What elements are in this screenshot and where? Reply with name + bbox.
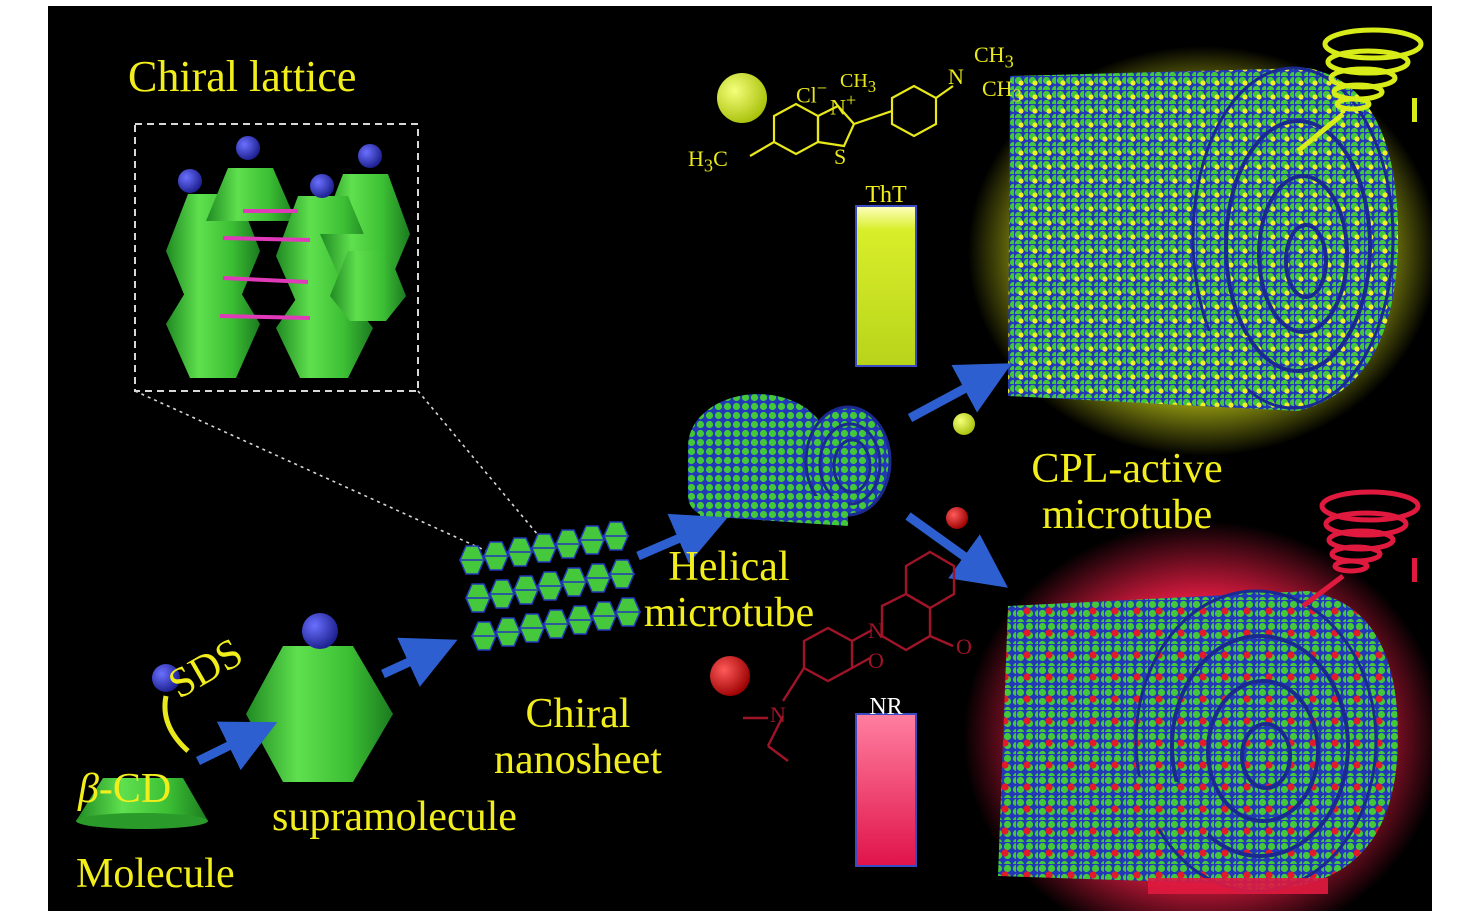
- tht-nplus-label: N+: [830, 90, 856, 120]
- chiral-lattice-label: Chiral lattice: [128, 52, 357, 101]
- chiral-nanosheet-shape: [458, 521, 642, 651]
- tht-cl: Cl: [796, 82, 817, 108]
- nanosheet-cone: [482, 541, 510, 571]
- schematic-art: [76, 27, 1432, 911]
- tht-ch3-top-sub: 3: [1004, 51, 1014, 72]
- supramolecule-shape: [246, 613, 393, 782]
- nanosheet-cone: [464, 583, 492, 613]
- tht-nme2-ch3-top: CH3: [974, 42, 1014, 72]
- nanosheet-cone: [590, 601, 618, 631]
- nanosheet-cone: [494, 617, 522, 647]
- tht-ch3-label: CH3: [840, 70, 876, 97]
- tht-ch3-top: CH: [974, 42, 1005, 67]
- lattice-beads: [178, 136, 382, 198]
- supramolecule-label: supramolecule: [272, 794, 517, 840]
- nr-structure: [743, 550, 956, 762]
- nanosheet-cone: [530, 533, 558, 563]
- tht-s-label: S: [834, 144, 847, 169]
- nr-cuvette-label: NR: [869, 694, 903, 720]
- tht-h-sub: 3: [703, 155, 714, 176]
- red-tick: [1412, 558, 1417, 582]
- tht-nme2-ch3-bottom: CH3: [982, 76, 1022, 106]
- cpl-helix-red: [1301, 489, 1421, 608]
- cpl-microtube-red: [963, 521, 1432, 911]
- helical-microtube-label: Helical microtube: [614, 544, 844, 636]
- zoom-lines: [134, 390, 544, 555]
- tht-nme2-n-label: N: [948, 64, 964, 89]
- sds-molecule: [152, 664, 190, 753]
- nr-dye-ball-small: [946, 507, 968, 529]
- nr-cuvette: [855, 713, 917, 867]
- tht-c: C: [713, 146, 728, 171]
- nanosheet-cone: [518, 613, 546, 643]
- lattice-links: [219, 209, 311, 320]
- tht-dye-ball-small: [953, 413, 975, 435]
- nanosheet-cone: [470, 621, 498, 651]
- tht-ch3-sub: 3: [867, 77, 877, 96]
- nr-n-amine-label: N: [770, 702, 786, 727]
- tht-ch3-bottom: CH: [982, 76, 1013, 101]
- figure-canvas: Chiral lattice SDS β-CD Molecule supramo…: [48, 6, 1432, 911]
- tht-n: N: [830, 94, 846, 120]
- tht-structure: [749, 84, 954, 157]
- tht-n-charge: +: [845, 90, 857, 110]
- nr-o-ring-label: O: [868, 648, 884, 673]
- process-arrows: [196, 363, 1012, 771]
- nanosheet-cone: [458, 545, 486, 575]
- tht-ch3: CH: [840, 70, 868, 92]
- chiral-nanosheet-line2: nanosheet: [494, 737, 662, 783]
- chiral-lattice-inset: [134, 123, 419, 392]
- nr-n-ring-label: N: [868, 618, 884, 643]
- chiral-nanosheet-line1: Chiral: [525, 691, 631, 737]
- beta-cd-label: β-CD: [78, 766, 171, 812]
- yellow-tick: [1412, 98, 1417, 122]
- nanosheet-cone: [608, 559, 636, 589]
- tht-cuvette-label: ThT: [865, 182, 907, 208]
- nanosheet-cone: [506, 537, 534, 567]
- cpl-microtube-yellow: [968, 46, 1432, 456]
- cpl-active-microtube-label: CPL-active microtube: [992, 446, 1262, 538]
- nanosheet-cone: [554, 529, 582, 559]
- nanosheet-cone: [566, 605, 594, 635]
- tht-cuvette: [855, 205, 917, 367]
- cpl-line2: microtube: [1041, 492, 1213, 538]
- helical-microtube-line1: Helical: [668, 544, 790, 590]
- nanosheet-cone: [614, 597, 642, 627]
- helical-microtube-shape: [688, 394, 892, 526]
- nanosheet-cone: [488, 579, 516, 609]
- cpl-helix-yellow: [1296, 27, 1424, 153]
- tht-h3c-label: H3C: [688, 146, 728, 176]
- nanosheet-cone: [578, 525, 606, 555]
- nanosheet-cone: [584, 563, 612, 593]
- beta-symbol: β: [78, 766, 99, 812]
- molecule-label: Molecule: [76, 851, 235, 897]
- chiral-nanosheet-label: Chiral nanosheet: [468, 691, 688, 783]
- tht-ch3-bottom-sub: 3: [1012, 85, 1022, 106]
- red-glow-base: [1148, 878, 1328, 894]
- nanosheet-cone: [560, 567, 588, 597]
- lattice-cones: [166, 168, 410, 378]
- nanosheet-cone: [542, 609, 570, 639]
- cpl-line1: CPL-active: [1031, 446, 1223, 492]
- nanosheet-cone: [536, 571, 564, 601]
- beta-cd-suffix: -CD: [98, 766, 172, 812]
- tht-cl-label: Cl−: [796, 78, 827, 108]
- tht-dye-ball: [717, 73, 767, 123]
- nr-o-ketone-label: O: [956, 634, 972, 659]
- tht-h: H: [688, 146, 704, 171]
- beta-cd-molecule: [76, 778, 208, 829]
- nanosheet-cone: [512, 575, 540, 605]
- nr-dye-ball: [710, 656, 750, 696]
- tht-cl-charge: −: [816, 78, 828, 98]
- helical-microtube-line2: microtube: [643, 590, 815, 636]
- nanosheet-cone: [602, 521, 630, 551]
